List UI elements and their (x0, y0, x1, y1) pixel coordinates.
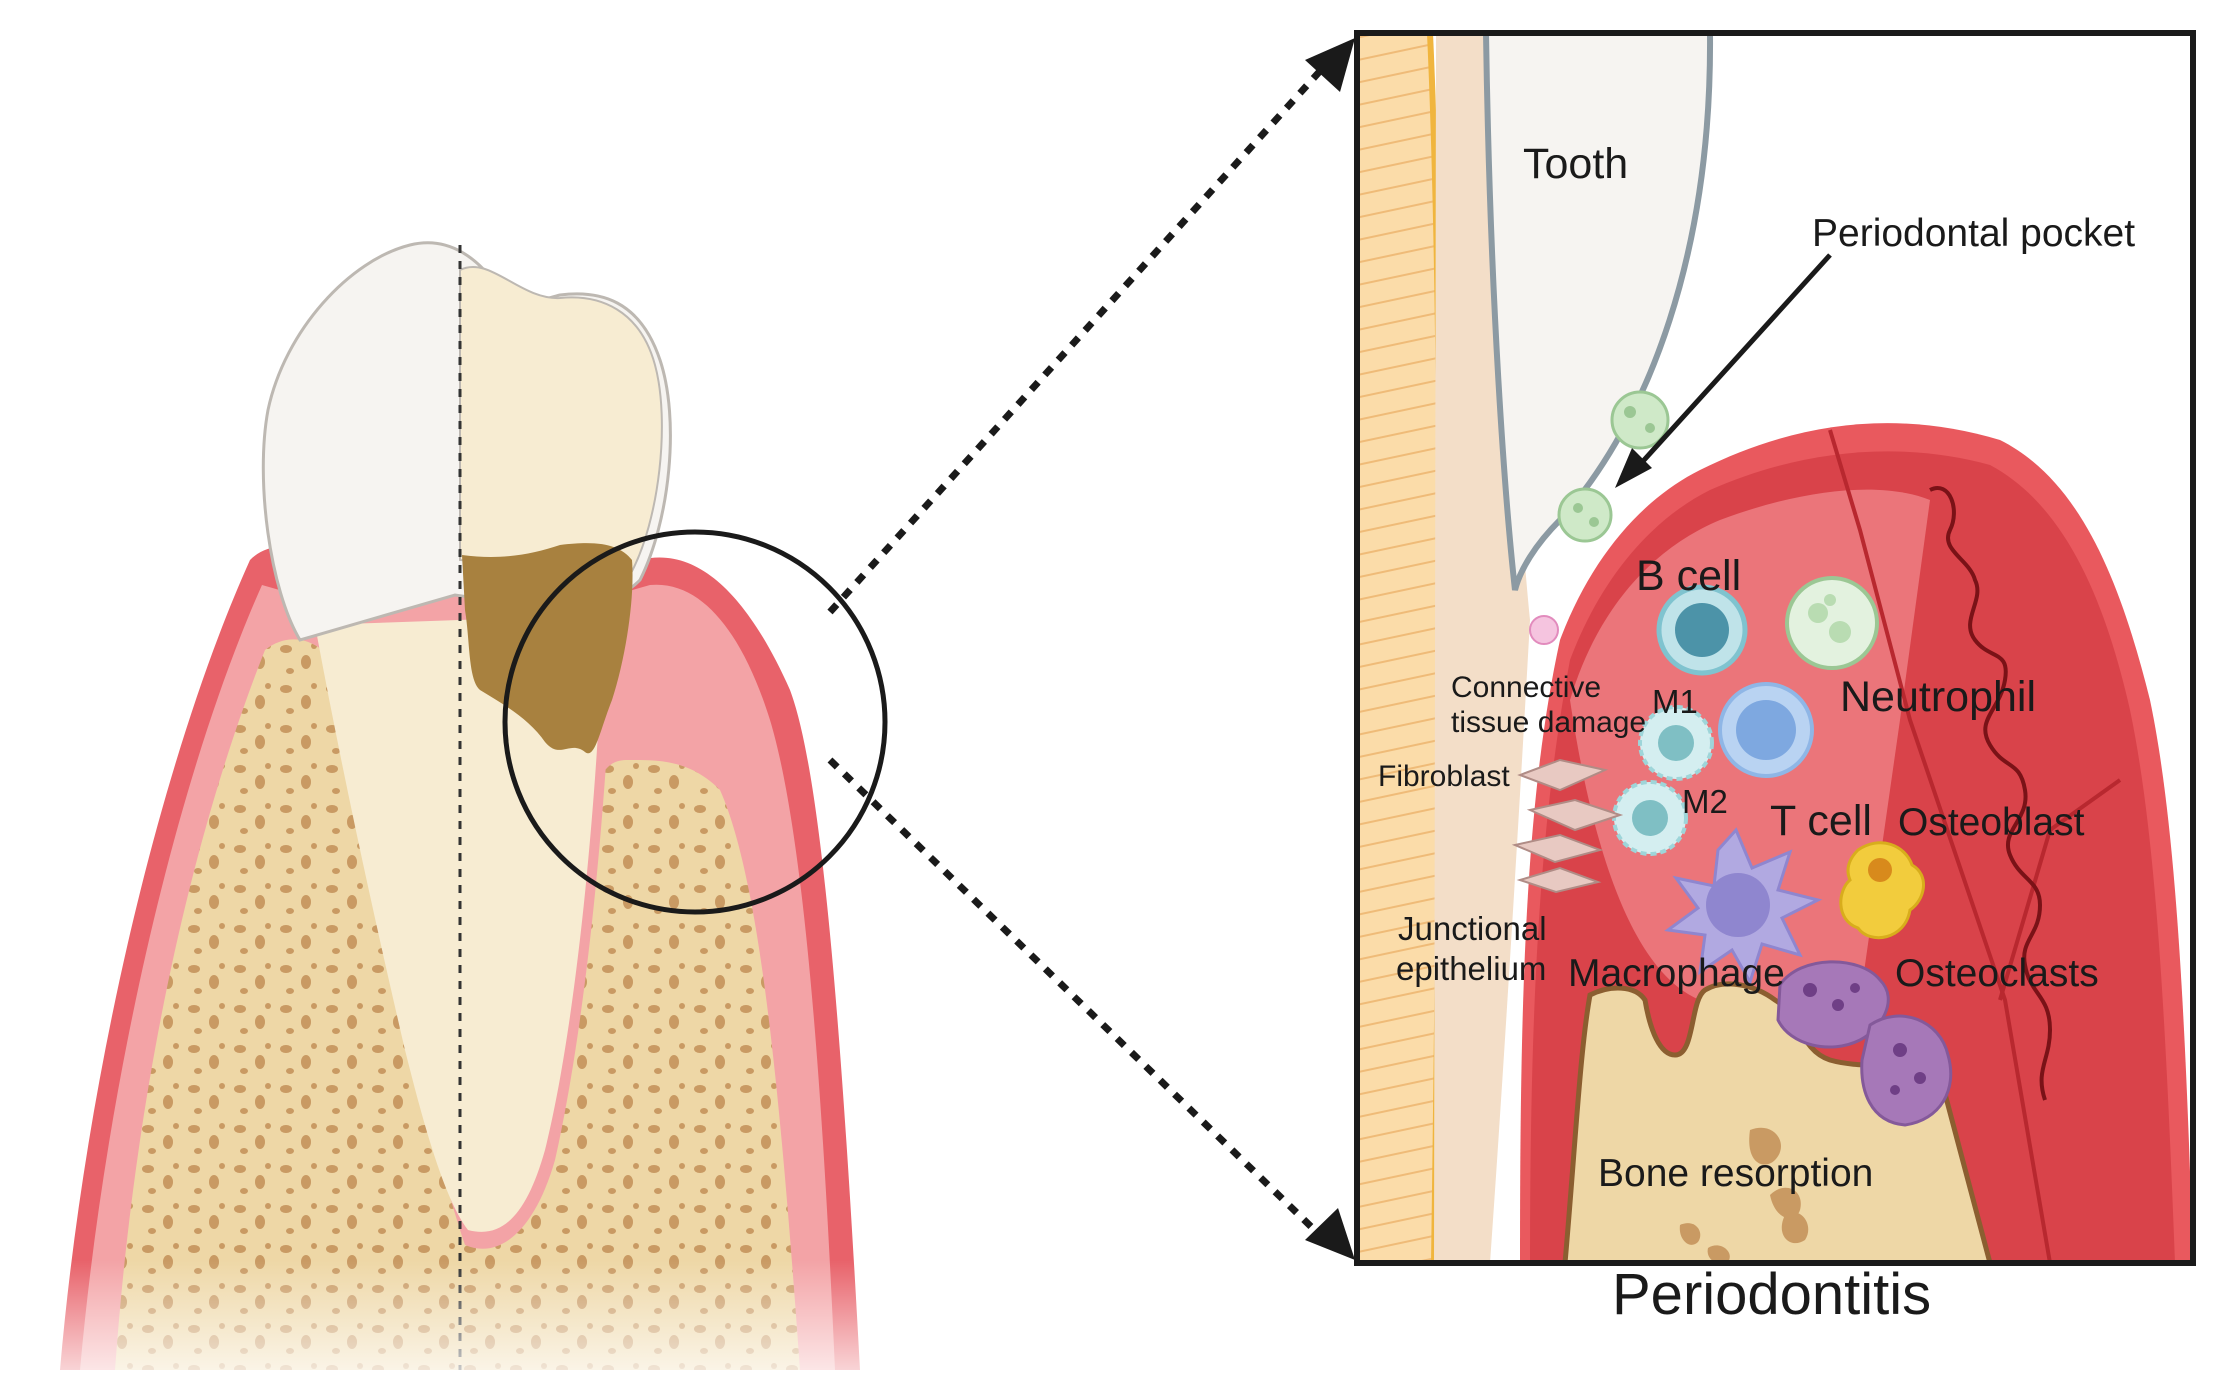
macrophage (1664, 827, 1823, 986)
tooth-cross-section (0, 241, 900, 1389)
label-junctional-epithelium-2: epithelium (1396, 950, 1547, 987)
zoom-panel-frame (1354, 30, 2196, 1266)
label-osteoblast: Osteoblast (1898, 801, 2085, 844)
label-t-cell: T cell (1770, 797, 1872, 845)
label-tooth: Tooth (1523, 140, 1629, 188)
m2-macrophage (1612, 780, 1688, 856)
pink-particle (1529, 615, 1559, 645)
label-connective-tissue-2: tissue damage (1451, 706, 1647, 739)
label-m2: M2 (1682, 783, 1728, 820)
fibroblasts (1511, 758, 1624, 894)
zoom-connector (827, 57, 1333, 1248)
m1-macrophage (1638, 705, 1714, 781)
arrowhead-bottom (1305, 1208, 1355, 1260)
label-connective-tissue-1: Connective (1451, 671, 1602, 704)
label-b-cell: B cell (1636, 552, 1742, 600)
bacterium (1557, 487, 1613, 543)
label-bone-resorption: Bone resorption (1598, 1152, 1874, 1195)
osteoblast (1839, 841, 1926, 940)
label-neutrophil: Neutrophil (1840, 673, 2036, 721)
magnify-circle (502, 529, 888, 915)
figure-title: Periodontitis (1612, 1262, 1932, 1327)
label-macrophage: Macrophage (1568, 952, 1785, 995)
arrowhead-top (1305, 38, 1355, 92)
osteoclasts (1776, 960, 1953, 1127)
bacterium (1610, 390, 1670, 450)
alveolar-bone (115, 639, 800, 1370)
alveolar-bone-zoom (1562, 981, 1993, 1263)
label-junctional-epithelium-1: Junctional (1398, 910, 1547, 947)
root-dentin (1357, 33, 1438, 1263)
pocket-arrow (1633, 253, 1832, 472)
label-periodontal-pocket: Periodontal pocket (1812, 212, 2136, 255)
rete-ridges (1929, 486, 2053, 1101)
label-fibroblast: Fibroblast (1378, 760, 1510, 793)
label-osteoclasts: Osteoclasts (1895, 952, 2099, 995)
tooth (1482, 33, 1714, 591)
neutrophil (1785, 576, 1879, 670)
zoom-panel (1357, 33, 2193, 1263)
label-m1: M1 (1652, 683, 1698, 720)
